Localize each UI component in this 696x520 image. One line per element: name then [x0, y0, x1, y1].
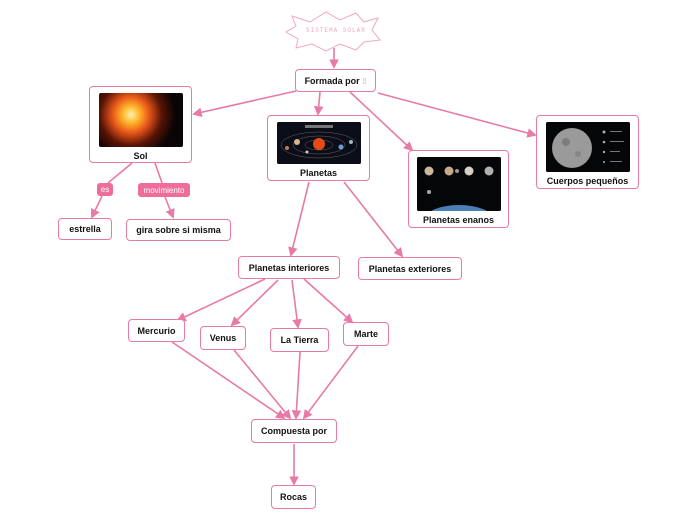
link-tag-es-label: es	[100, 185, 110, 194]
node-marte-label: Marte	[353, 329, 378, 339]
node-venus-label: Venus	[209, 333, 237, 343]
edge-formada-enanos	[349, 91, 414, 152]
edge-mercurio-compuesta	[171, 341, 286, 420]
node-cuerpos-pequenos[interactable]: Cuerpos pequeños	[536, 115, 639, 189]
note-icon: ▯	[362, 77, 367, 85]
sun-image	[98, 93, 183, 147]
edge-planetas-interiores	[288, 181, 310, 257]
node-estrella-label: estrella	[69, 224, 101, 234]
node-cuerpos-pequenos-label: Cuerpos pequeños	[546, 176, 629, 186]
small-bodies-graphic	[545, 122, 630, 172]
edge-formada-cuerpos	[377, 92, 537, 138]
edge-formada-planetas	[313, 91, 324, 116]
node-sol-label: Sol	[133, 151, 148, 161]
node-formada-por[interactable]: Formada por ▯	[295, 69, 376, 92]
edge-interiores-tierra	[291, 279, 302, 329]
node-estrella[interactable]: estrella	[58, 218, 112, 240]
edge-interiores-marte	[303, 278, 354, 324]
node-planetas-label: Planetas	[299, 168, 338, 178]
node-gira-label: gira sobre si misma	[136, 225, 221, 235]
edge-planetas-exteriores	[343, 181, 404, 258]
link-tag-es[interactable]: es	[97, 183, 113, 196]
edge-sol-movimiento	[154, 162, 163, 184]
small-bodies-image	[545, 122, 630, 172]
node-formada-por-label: Formada por	[304, 75, 360, 86]
node-rocas-label: Rocas	[279, 492, 307, 502]
edge-venus-compuesta	[233, 349, 292, 420]
node-planetas-exteriores[interactable]: Planetas exteriores	[358, 257, 462, 280]
edge-marte-compuesta	[302, 345, 359, 420]
node-gira[interactable]: gira sobre si misma	[126, 219, 231, 241]
node-compuesta-por-label: Compuesta por	[260, 426, 327, 436]
node-sol[interactable]: Sol	[89, 86, 192, 163]
node-la-tierra-label: La Tierra	[280, 335, 319, 345]
link-tag-movimiento-label: movimiento	[143, 185, 185, 195]
diagram-title: SISTEMA SOLAR	[306, 27, 366, 34]
edge-interiores-mercurio	[176, 278, 266, 322]
node-planetas[interactable]: Planetas	[267, 115, 370, 181]
node-mercurio[interactable]: Mercurio	[128, 319, 185, 342]
link-tag-movimiento[interactable]: movimiento	[138, 183, 190, 197]
node-venus[interactable]: Venus	[200, 326, 246, 350]
solar-system-image	[276, 122, 361, 164]
node-rocas[interactable]: Rocas	[271, 485, 316, 509]
node-planetas-enanos[interactable]: Planetas enanos	[408, 150, 509, 228]
edge-sol-es	[107, 162, 133, 184]
node-la-tierra[interactable]: La Tierra	[270, 328, 329, 352]
node-mercurio-label: Mercurio	[137, 325, 176, 336]
node-planetas-enanos-label: Planetas enanos	[422, 215, 495, 225]
node-planetas-interiores-label: Planetas interiores	[248, 262, 330, 273]
node-compuesta-por[interactable]: Compuesta por	[251, 419, 337, 443]
dwarf-planets-image	[416, 157, 501, 211]
solar-system-graphic	[276, 122, 361, 164]
edge-es-estrella	[90, 195, 103, 219]
node-marte[interactable]: Marte	[343, 322, 389, 346]
edge-formada-sol	[192, 90, 297, 117]
node-planetas-interiores[interactable]: Planetas interiores	[238, 256, 340, 279]
dwarf-planets-graphic	[416, 157, 501, 211]
edge-interiores-venus	[230, 279, 279, 327]
edge-movimiento-gira	[164, 196, 175, 219]
node-planetas-exteriores-label: Planetas exteriores	[368, 263, 452, 274]
title-starburst	[285, 11, 381, 52]
edge-tierra-compuesta	[291, 351, 302, 420]
